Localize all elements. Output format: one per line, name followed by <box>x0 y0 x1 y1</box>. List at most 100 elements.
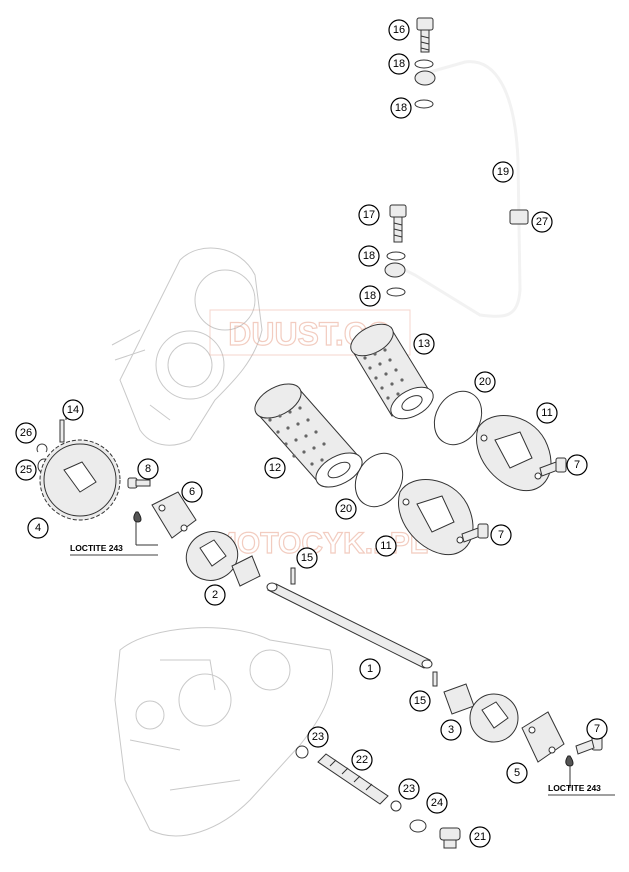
callout-1: 1 <box>359 658 381 680</box>
svg-text:15: 15 <box>301 552 313 564</box>
washer-18c <box>386 251 406 261</box>
svg-text:20: 20 <box>479 376 491 388</box>
rotor-3 <box>443 683 519 743</box>
callout-7: 7 <box>566 454 588 476</box>
banjo-fitting-top <box>414 70 436 86</box>
loctite-label-right: LOCTITE 243 <box>548 783 601 793</box>
svg-text:18: 18 <box>363 250 375 262</box>
loctite-drop-left <box>133 511 142 523</box>
engine-case-ghost-upper <box>111 247 263 446</box>
callout-12: 12 <box>264 457 286 479</box>
svg-text:23: 23 <box>403 783 415 795</box>
svg-text:5: 5 <box>514 767 520 779</box>
callout-20: 20 <box>474 371 496 393</box>
svg-text:12: 12 <box>269 462 281 474</box>
pump-shaft-1 <box>266 582 433 669</box>
callout-3: 3 <box>440 719 462 741</box>
oil-filter-12 <box>254 383 363 488</box>
plug-21 <box>439 827 461 849</box>
svg-text:11: 11 <box>380 540 391 552</box>
callout-25: 25 <box>15 459 37 481</box>
filter-cover-11a <box>476 415 552 492</box>
oil-line-pipe <box>394 60 529 318</box>
washer-18b <box>414 99 434 109</box>
banjo-bolt-17 <box>389 204 407 243</box>
relief-valve-22 <box>317 753 389 805</box>
svg-text:3: 3 <box>448 724 454 736</box>
svg-text:18: 18 <box>393 58 405 70</box>
washer-24 <box>409 819 427 833</box>
callout-21: 21 <box>469 826 491 848</box>
svg-text:22: 22 <box>356 754 368 766</box>
callout-23: 23 <box>307 726 329 748</box>
svg-text:18: 18 <box>395 102 407 114</box>
washer-18d <box>386 287 406 297</box>
svg-text:16: 16 <box>393 24 405 36</box>
svg-text:1: 1 <box>367 663 373 675</box>
svg-text:25: 25 <box>20 464 32 476</box>
callout-18: 18 <box>388 53 410 75</box>
svg-text:26: 26 <box>20 427 32 439</box>
svg-text:7: 7 <box>594 723 600 735</box>
screw-8 <box>127 477 151 489</box>
svg-text:24: 24 <box>431 797 443 809</box>
callout-15: 15 <box>409 690 431 712</box>
callout-14: 14 <box>62 399 84 421</box>
svg-text:8: 8 <box>145 463 151 475</box>
svg-text:15: 15 <box>414 695 426 707</box>
screw-7c <box>575 735 603 755</box>
pin-15a <box>290 567 296 585</box>
callout-20: 20 <box>335 498 357 520</box>
svg-text:7: 7 <box>498 529 504 541</box>
o-ring-20b <box>354 452 404 508</box>
callout-6: 6 <box>181 481 203 503</box>
svg-text:21: 21 <box>474 831 486 843</box>
callout-16: 16 <box>388 19 410 41</box>
callout-8: 8 <box>137 458 159 480</box>
washer-18a <box>414 59 434 69</box>
engine-case-ghost-lower <box>114 627 334 837</box>
callout-7: 7 <box>490 524 512 546</box>
callout-26: 26 <box>15 422 37 444</box>
callout-17: 17 <box>358 204 380 226</box>
o-ring-23b <box>390 800 402 812</box>
loctite-drop-right <box>565 755 574 767</box>
callout-18: 18 <box>358 245 380 267</box>
callout-7: 7 <box>586 718 608 740</box>
pin-15b <box>432 671 438 687</box>
callout-11: 11 <box>536 402 558 424</box>
oil-pump-gear-4 <box>39 439 121 521</box>
loctite-label-left: LOCTITE 243 <box>70 543 123 553</box>
svg-text:17: 17 <box>363 209 375 221</box>
callout-11: 11 <box>375 535 397 557</box>
rotor-housing-2 <box>185 531 261 587</box>
svg-text:23: 23 <box>312 731 324 743</box>
banjo-fitting-lower <box>384 262 406 278</box>
svg-text:13: 13 <box>418 338 430 350</box>
screw-7b <box>461 523 489 543</box>
oil-filter-13 <box>350 323 434 420</box>
callout-18: 18 <box>359 285 381 307</box>
svg-text:19: 19 <box>497 166 509 178</box>
leader-lines <box>65 416 571 788</box>
banjo-bolt-16 <box>416 17 434 53</box>
cover-plate-6 <box>151 491 197 539</box>
callout-13: 13 <box>413 333 435 355</box>
svg-text:18: 18 <box>364 290 376 302</box>
svg-text:6: 6 <box>189 486 195 498</box>
callout-15: 15 <box>296 547 318 569</box>
svg-text:27: 27 <box>536 216 548 228</box>
svg-text:11: 11 <box>541 407 552 419</box>
callout-22: 22 <box>351 749 373 771</box>
svg-text:4: 4 <box>35 522 41 534</box>
screw-7a <box>539 457 567 477</box>
callout-23: 23 <box>398 778 420 800</box>
svg-text:7: 7 <box>574 459 580 471</box>
cover-plate-5 <box>521 711 565 763</box>
callout-4: 4 <box>27 517 49 539</box>
filter-cover-11b <box>398 479 474 556</box>
svg-text:14: 14 <box>67 404 79 416</box>
callout-2: 2 <box>204 584 226 606</box>
